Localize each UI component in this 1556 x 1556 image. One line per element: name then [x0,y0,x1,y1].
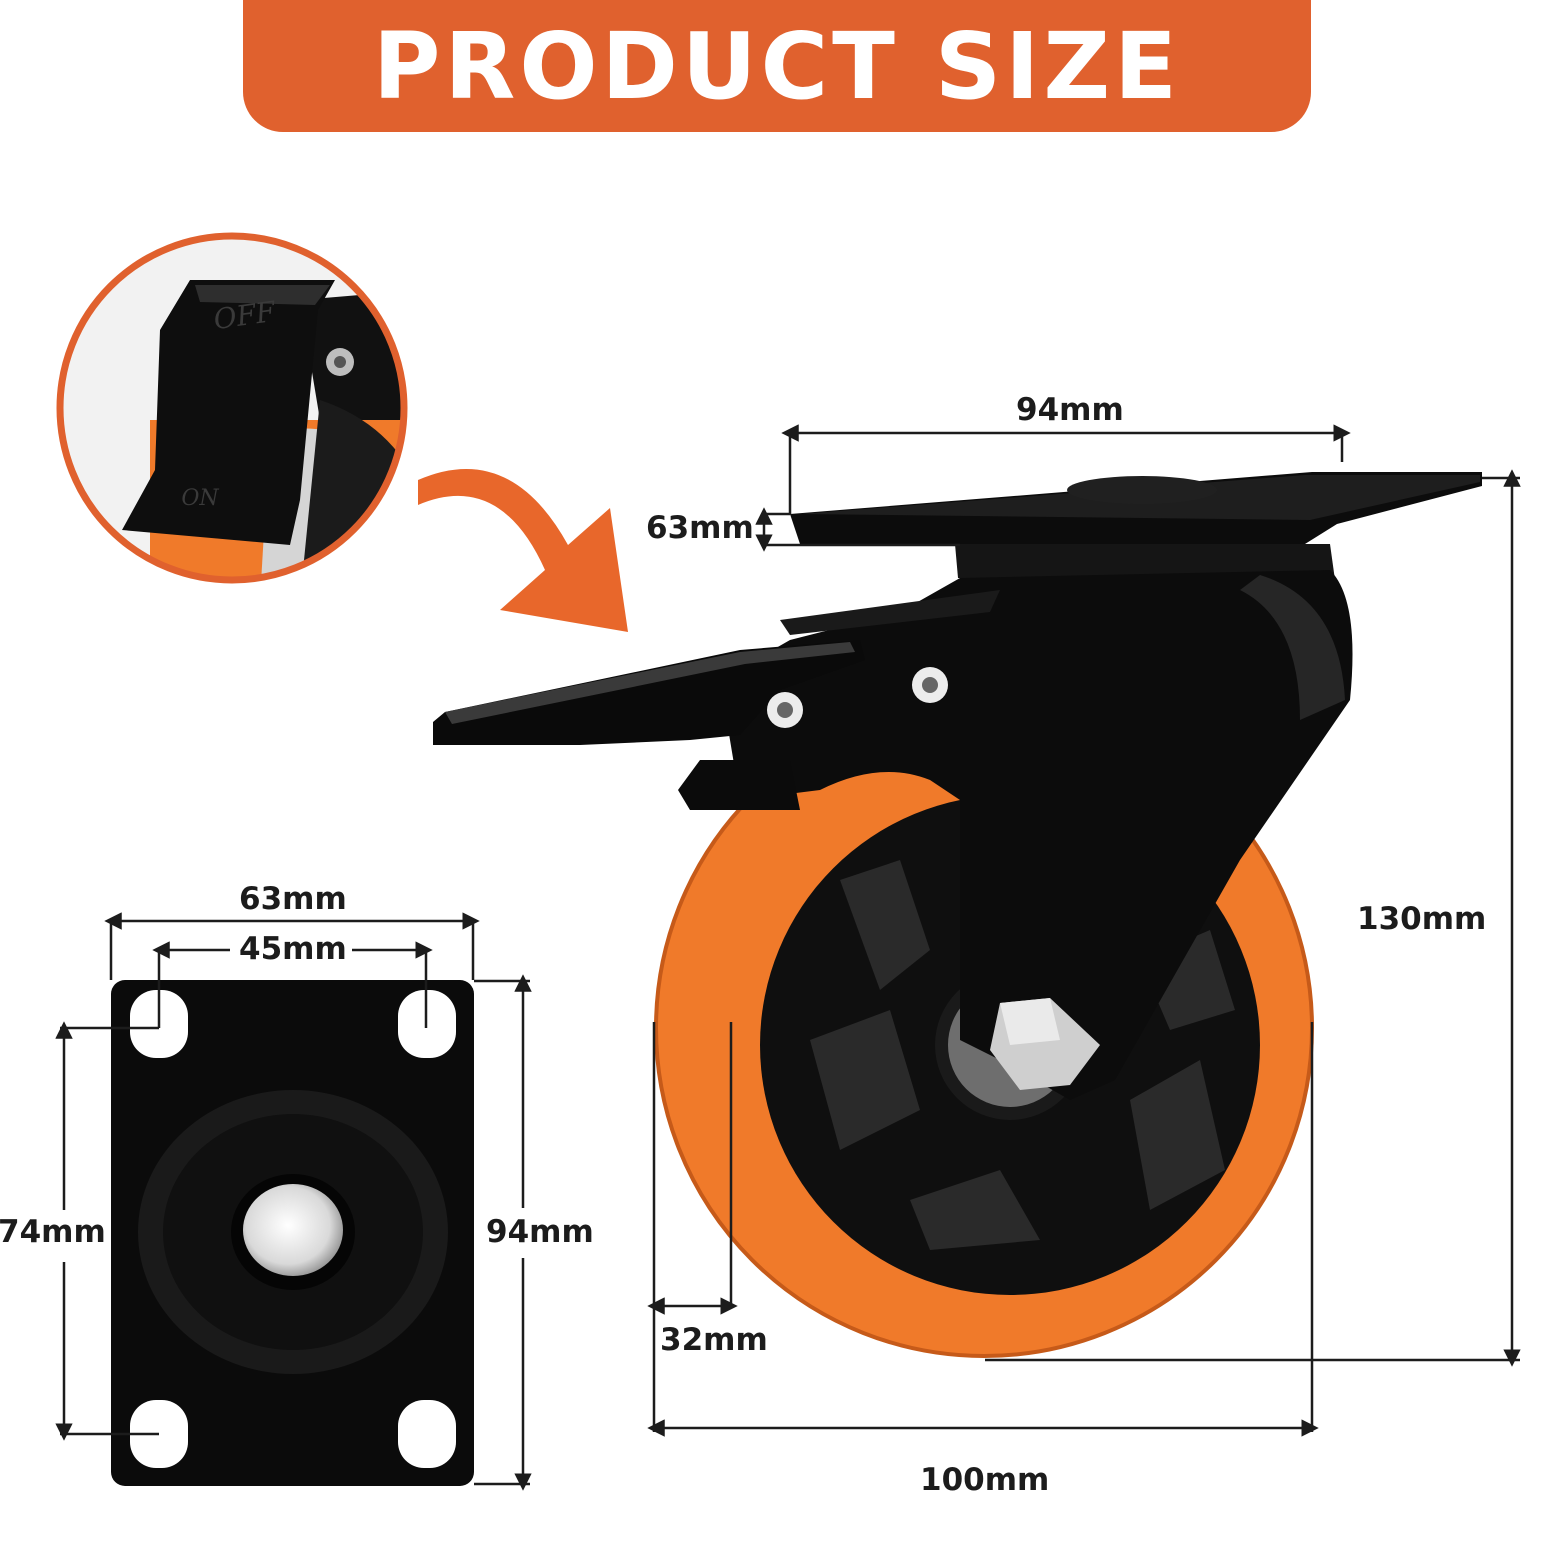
dimension-lines [55,424,1521,1491]
plate-width-label: 63mm [239,881,347,917]
plate-height-label: 94mm [486,1214,594,1250]
mount-hole [398,1400,456,1468]
hole-spacing-width-label: 45mm [239,931,347,967]
hole-spacing-height-label: 74mm [0,1214,106,1250]
top-plate-width-label: 94mm [1016,392,1124,428]
page-title: PRODUCT SIZE [373,12,1181,120]
caster-wheel-photo [433,472,1482,1358]
curved-arrow-icon [418,468,628,632]
lock-on-label: ON [181,486,219,511]
total-height-label: 130mm [1357,901,1487,937]
wheel-diameter-label: 100mm [920,1462,1050,1498]
title-banner: PRODUCT SIZE [243,0,1311,132]
wheel-width-label: 32mm [660,1322,768,1358]
brake-lock-detail: OFF ON [56,232,408,584]
top-plate-thickness-label: 63mm [646,510,754,546]
mounting-plate-photo [111,980,474,1486]
